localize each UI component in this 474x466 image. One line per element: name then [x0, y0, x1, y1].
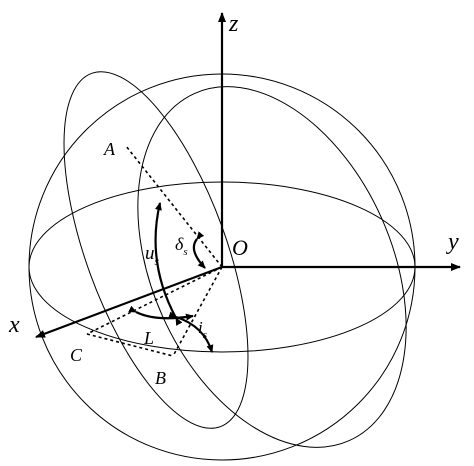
z-axis-label: z [228, 11, 239, 37]
i-s-arc [168, 311, 214, 353]
l-label: L [143, 328, 154, 348]
angle-arcs [128, 202, 214, 353]
line-o-c [86, 266, 223, 335]
line-c-b [86, 333, 174, 357]
origin-label: O [232, 235, 248, 260]
line-o-a [125, 145, 223, 268]
i-s-label: is [198, 318, 207, 341]
x-axis-label: x [8, 312, 20, 338]
meridian-right [137, 86, 407, 448]
u-s-label: us [145, 243, 160, 268]
u-s-arc [154, 202, 183, 326]
point-c-label: C [70, 345, 83, 365]
l-arc [128, 305, 194, 321]
point-b-label: B [155, 368, 166, 388]
delta-s-label: δs [175, 234, 188, 258]
line-o-b [172, 266, 223, 357]
point-a-label: A [103, 139, 116, 159]
y-axis-label: y [446, 229, 459, 255]
delta-s-arc [192, 231, 206, 269]
x-axis [35, 265, 223, 339]
